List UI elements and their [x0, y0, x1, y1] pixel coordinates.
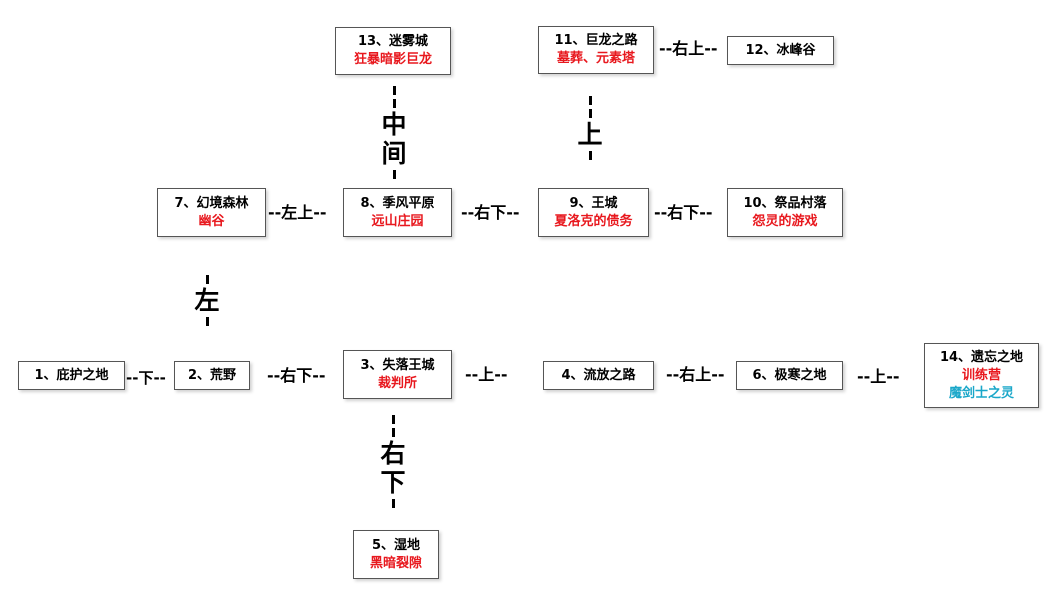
dash — [588, 151, 592, 160]
node-14-forgotten-land: 14、遗忘之地 训练营 魔剑士之灵 — [924, 343, 1039, 408]
node-2-wilderness: 2、荒野 — [174, 361, 250, 390]
node-4-exile-road: 4、流放之路 — [543, 361, 654, 390]
node-5-name: 5、湿地 — [371, 537, 421, 553]
node-6-frozen-land: 6、极寒之地 — [736, 361, 843, 390]
node-9-name: 9、王城 — [569, 195, 618, 211]
node-9-dungeon: 夏洛克的债务 — [554, 213, 633, 229]
dash — [205, 317, 209, 326]
node-3-dungeon: 裁判所 — [377, 375, 417, 391]
node-3-lost-royal-city: 3、失落王城 裁判所 — [343, 350, 452, 399]
connector-7-2-char: 左 — [194, 286, 220, 315]
connector-13-8: 中 间 — [381, 84, 407, 181]
node-1-sanctuary: 1、庇护之地 — [18, 361, 125, 390]
node-11-dragon-road: 11、巨龙之路 墓葬、元素塔 — [538, 26, 654, 74]
node-8-name: 8、季风平原 — [360, 195, 435, 211]
node-14-name: 14、遗忘之地 — [939, 349, 1024, 365]
node-13-mist-city: 13、迷雾城 狂暴暗影巨龙 — [335, 27, 451, 75]
dash — [588, 96, 592, 105]
node-3-name: 3、失落王城 — [360, 357, 435, 373]
node-12-ice-valley: 12、冰峰谷 — [727, 36, 834, 65]
node-8-monsoon-plain: 8、季风平原 远山庄园 — [343, 188, 452, 237]
connector-3-5: 右 下 — [380, 413, 406, 510]
connector-13-8-char-1: 中 — [381, 110, 407, 139]
connector-9-10: --右下-- — [654, 203, 713, 222]
node-7-illusion-forest: 7、幻境森林 幽谷 — [157, 188, 266, 237]
node-10-offering-village: 10、祭品村落 怨灵的游戏 — [727, 188, 843, 237]
connector-4-6: --右上-- — [666, 365, 725, 384]
dash — [392, 86, 396, 95]
node-13-dungeon: 狂暴暗影巨龙 — [353, 52, 432, 67]
connector-11-9-char: 上 — [577, 120, 603, 149]
connector-13-8-char-2: 间 — [381, 139, 407, 168]
connector-8-9: --右下-- — [461, 203, 520, 222]
dash — [392, 170, 396, 179]
connector-3-4: --上-- — [465, 365, 508, 384]
node-14-dungeon-1: 训练营 — [961, 367, 1001, 383]
node-11-dungeon: 墓葬、元素塔 — [556, 51, 635, 66]
node-7-dungeon: 幽谷 — [198, 213, 225, 229]
connector-11-12: --右上-- — [659, 39, 718, 58]
node-6-name: 6、极寒之地 — [752, 367, 827, 383]
connector-7-2: 左 — [194, 273, 220, 328]
dash — [588, 109, 592, 118]
dash — [205, 275, 209, 284]
node-14-dungeon-2: 魔剑士之灵 — [948, 385, 1014, 401]
connector-7-8: --左上-- — [268, 203, 327, 222]
node-2-name: 2、荒野 — [187, 367, 237, 383]
node-1-name: 1、庇护之地 — [34, 367, 109, 383]
dash — [391, 415, 395, 424]
connector-6-14: --上-- — [857, 367, 900, 386]
node-13-name: 13、迷雾城 — [357, 34, 429, 49]
dash — [391, 428, 395, 437]
dash — [391, 499, 395, 508]
node-11-name: 11、巨龙之路 — [554, 33, 638, 48]
node-9-royal-city: 9、王城 夏洛克的债务 — [538, 188, 649, 237]
node-8-dungeon: 远山庄园 — [371, 213, 424, 229]
node-10-name: 10、祭品村落 — [743, 195, 827, 211]
connector-3-5-char-1: 右 — [380, 439, 406, 468]
node-12-name: 12、冰峰谷 — [745, 42, 816, 58]
connector-11-9: 上 — [577, 94, 603, 162]
connector-3-5-char-2: 下 — [380, 468, 406, 497]
node-10-dungeon: 怨灵的游戏 — [752, 213, 818, 229]
connector-1-2: --下-- — [126, 369, 166, 387]
node-7-name: 7、幻境森林 — [174, 195, 249, 211]
node-5-dungeon: 黑暗裂隙 — [369, 555, 422, 571]
node-5-wetland: 5、湿地 黑暗裂隙 — [353, 530, 439, 579]
dash — [392, 99, 396, 108]
node-4-name: 4、流放之路 — [561, 367, 636, 383]
connector-2-3: --右下-- — [267, 366, 326, 385]
